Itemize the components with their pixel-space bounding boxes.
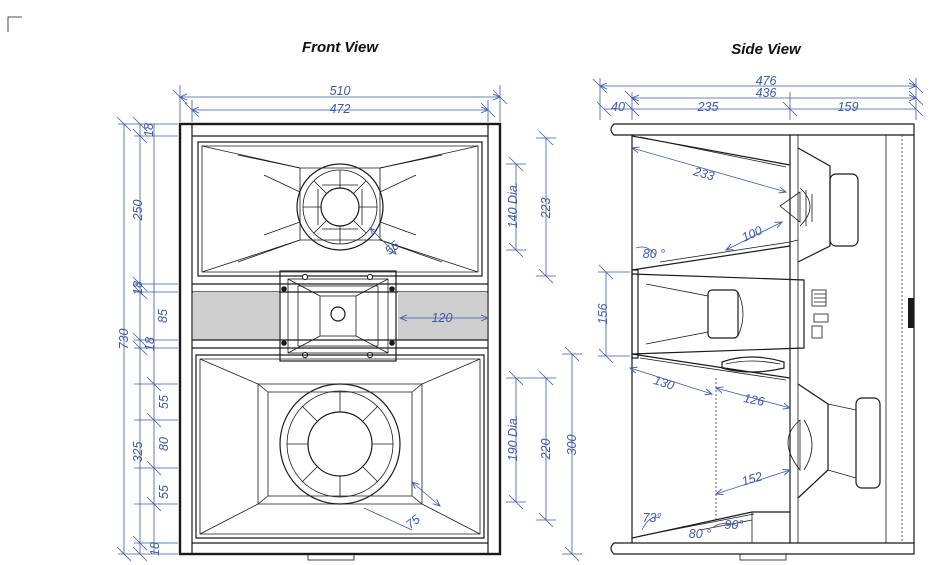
mid-horn-throat (330, 306, 346, 322)
dim-side-depth-total: 476 (756, 74, 777, 88)
dim-side-front-offset: 40 (611, 100, 625, 114)
upper-driver-cone (320, 187, 360, 227)
dim-side-lower-inner: 126 (742, 391, 765, 409)
front-foot (307, 553, 355, 561)
front-view: 510 472 730 18 250 18 85 18 325 55 80 55… (116, 84, 582, 562)
dim-lower-bay-height: 300 (565, 435, 579, 456)
mid-horn (279, 270, 397, 362)
dim-side-angle-73: 73° (643, 511, 662, 525)
side-view-title: Side View (731, 41, 802, 58)
dim-front-bottom-panel: 18 (148, 542, 162, 556)
side-bottom-panel (610, 542, 915, 555)
dim-side-upper-horn-wall: 233 (691, 164, 716, 183)
dim-lower-throat: 75 (403, 512, 423, 532)
dim-front-mid-panel-upper: 18 (131, 281, 145, 295)
dim-front-horn-slot: 85 (156, 309, 170, 323)
dim-lower-driver-dia: 190 Dia. (506, 415, 520, 462)
dim-side-upper-throat-len: 100 (740, 223, 765, 244)
dim-side-mid-horn-height: 156 (596, 304, 610, 325)
side-view: 476 436 40 235 159 233 80 ° 100 156 130 … (592, 74, 924, 561)
dim-front-lower-b: 80 (157, 437, 171, 451)
dim-side-depth-inner: 436 (756, 86, 777, 100)
dim-front-top-panel: 18 (142, 123, 156, 137)
lower-driver-outer (279, 383, 401, 505)
side-rear-connector (908, 298, 914, 328)
side-port-slot (721, 356, 785, 373)
dim-horn-width: 120 (432, 311, 453, 325)
side-top-panel (610, 123, 915, 136)
dim-front-lower-section: 325 (131, 442, 145, 463)
dim-upper-horn-height: 223 (539, 198, 553, 220)
dim-upper-driver-dia: 140 Dia. (506, 182, 520, 229)
upper-driver-outer (296, 163, 384, 251)
dim-lower-horn-height: 220 (539, 439, 553, 461)
lower-horn (195, 354, 485, 539)
upper-horn (197, 141, 483, 277)
side-lower-driver-magnet (855, 397, 881, 489)
dim-front-width-outer: 510 (330, 84, 351, 98)
front-view-title: Front View (302, 39, 379, 56)
dim-side-lower-horn-wall: 130 (652, 373, 676, 393)
dim-side-angle-90: 90° (725, 518, 744, 532)
dim-front-height-total: 730 (117, 329, 131, 350)
side-upper-driver-magnet (829, 173, 859, 247)
dim-upper-throat: 55 (382, 238, 402, 258)
dim-front-mid-panel-lower: 18 (143, 337, 157, 351)
lower-driver-cone (307, 411, 373, 477)
dim-front-width-inner: 472 (330, 102, 351, 116)
dim-side-horn-depth: 235 (697, 100, 719, 114)
dim-front-upper-section: 250 (131, 200, 145, 222)
dim-side-angle-80: 80 ° (689, 527, 711, 541)
corner-mark (7, 16, 22, 32)
left-shaded-panel (193, 292, 279, 340)
dim-side-lower-wall: 152 (740, 469, 764, 488)
side-mid-driver (707, 289, 739, 339)
dim-front-lower-c: 55 (157, 485, 171, 499)
dim-side-upper-angle: 80 ° (643, 247, 665, 261)
dim-front-lower-a: 55 (157, 395, 171, 409)
dim-side-rear-depth: 159 (838, 100, 859, 114)
